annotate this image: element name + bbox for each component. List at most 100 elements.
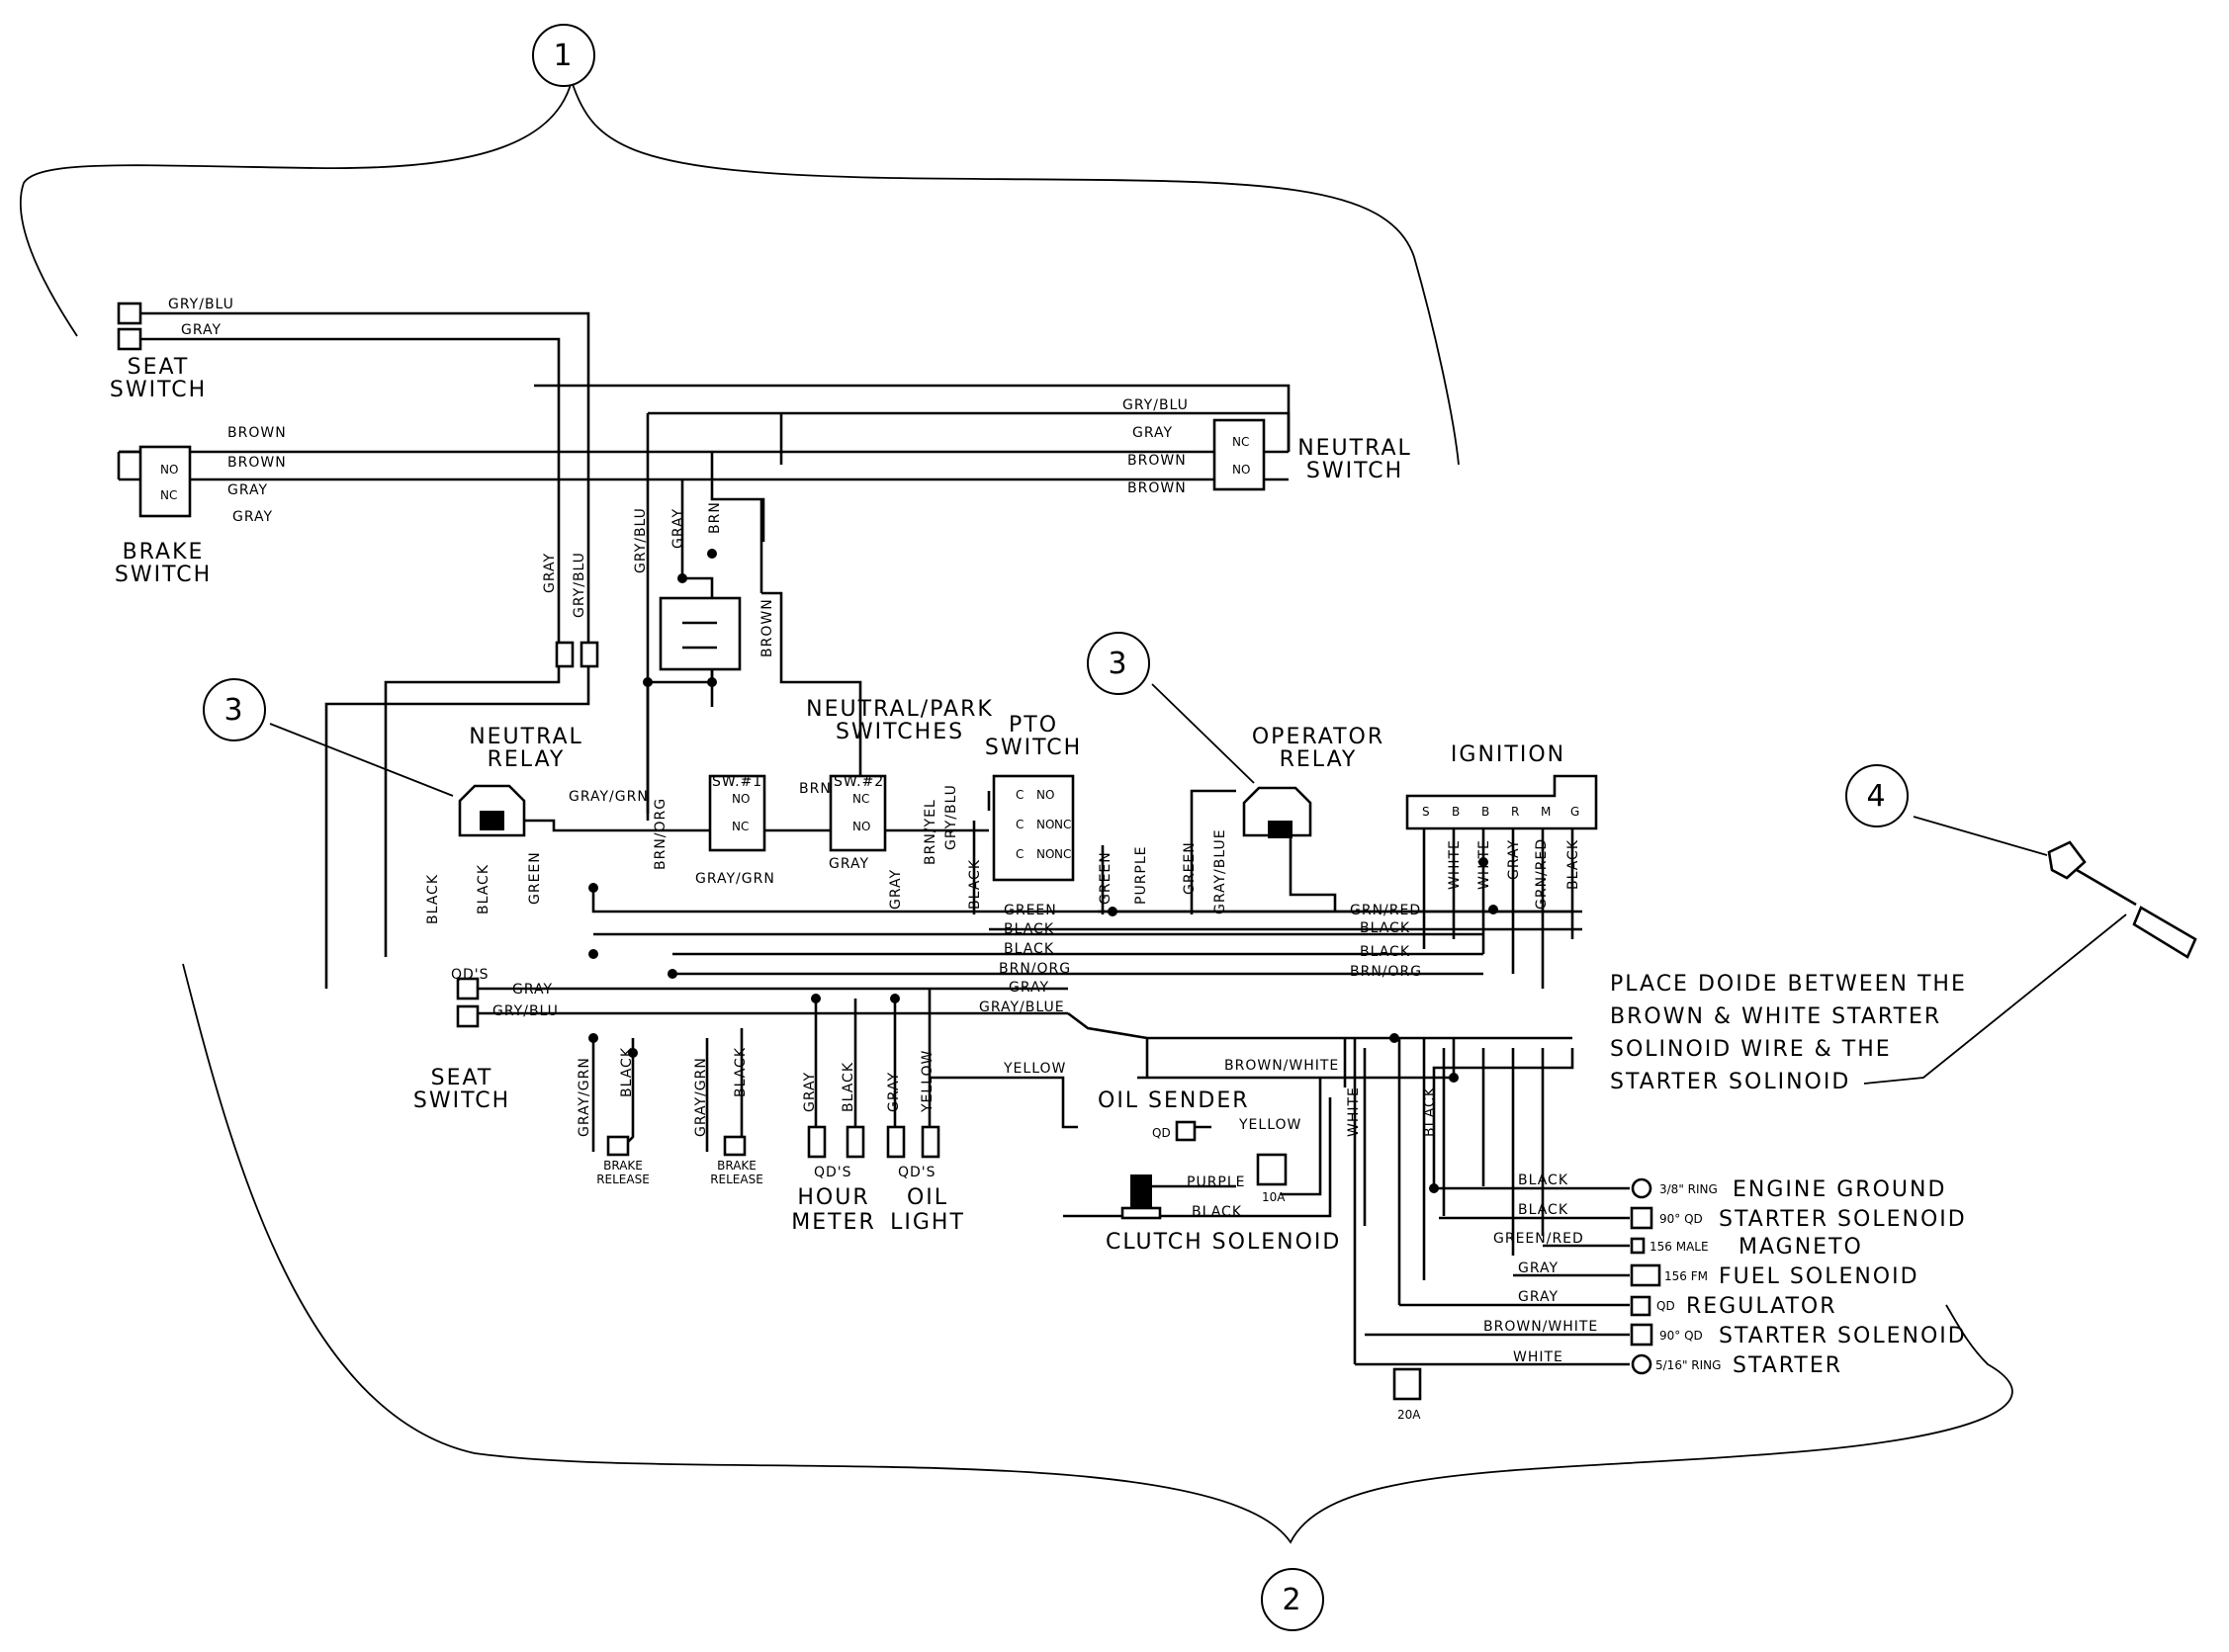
svg-text:NO: NO	[732, 792, 750, 806]
svg-text:BLACK: BLACK	[1360, 920, 1410, 936]
neutral-relay-icon	[458, 784, 526, 837]
svg-text:NC: NC	[1232, 435, 1249, 449]
svg-text:PURPLE: PURPLE	[1187, 1174, 1246, 1190]
svg-text:GRAY: GRAY	[888, 869, 904, 910]
svg-text:BROWN: BROWN	[1127, 453, 1187, 469]
note-leader	[1863, 913, 2127, 1085]
svg-text:NO: NO	[1036, 818, 1054, 831]
svg-text:NO: NO	[1036, 847, 1054, 861]
svg-text:BLACK: BLACK	[1192, 1204, 1242, 1220]
svg-text:BLACK: BLACK	[1422, 1087, 1438, 1137]
neutral-switch-box: NC NO	[1212, 418, 1266, 491]
svg-text:BROWN: BROWN	[759, 598, 775, 657]
callout-1: 1	[532, 24, 595, 87]
svg-text:GRAY/BLUE: GRAY/BLUE	[979, 1000, 1065, 1015]
svg-text:GRAY: GRAY	[670, 508, 686, 549]
svg-text:GRAY: GRAY	[542, 553, 558, 593]
svg-text:GRAY: GRAY	[1506, 839, 1522, 880]
ignition-terminal-b2: B	[1481, 805, 1489, 819]
svg-text:GRAY: GRAY	[802, 1072, 818, 1112]
output-fuel-solenoid: 156 FM FUEL SOLENOID	[1664, 1264, 1917, 1289]
svg-text:GRAY: GRAY	[1518, 1261, 1559, 1276]
svg-text:GRAY/GRN: GRAY/GRN	[569, 789, 649, 805]
neutral-switch-label-1: NEUTRAL	[1297, 436, 1412, 461]
pto-switch-label-2: SWITCH	[985, 736, 1082, 760]
svg-text:MAGNETO: MAGNETO	[1739, 1235, 1863, 1260]
qds-oil-label: QD'S	[898, 1165, 936, 1180]
svg-text:BLACK: BLACK	[1518, 1173, 1568, 1188]
neutral-park-label-1: NEUTRAL/PARK	[806, 697, 994, 722]
svg-text:YELLOW: YELLOW	[920, 1050, 936, 1113]
svg-text:GRAY/GRN: GRAY/GRN	[693, 1057, 709, 1137]
svg-text:3/8" RING: 3/8" RING	[1659, 1182, 1718, 1196]
brake-switch-label-2: SWITCH	[115, 563, 212, 587]
callout-2-number: 2	[1282, 1583, 1302, 1617]
svg-text:5/16" RING: 5/16" RING	[1655, 1358, 1721, 1372]
oil-sender-label: OIL SENDER	[1098, 1088, 1250, 1113]
brake-release-2-label-1: BRAKE	[717, 1159, 757, 1173]
svg-text:GRAY: GRAY	[1518, 1289, 1559, 1305]
svg-text:BLACK: BLACK	[967, 859, 983, 910]
svg-text:GRY/BLU: GRY/BLU	[1122, 397, 1189, 413]
qds-hour-label: QD'S	[814, 1165, 852, 1180]
svg-text:90° QD: 90° QD	[1659, 1212, 1703, 1226]
wires-bus	[465, 789, 1582, 1305]
diode-note-line-3: SOLINOID WIRE & THE	[1610, 1037, 1892, 1062]
seat-switch-connectors-bottom	[456, 977, 480, 1028]
brake-switch-label-1: BRAKE	[123, 540, 205, 565]
svg-text:GRY/BLU: GRY/BLU	[633, 507, 649, 573]
svg-text:BRN: BRN	[707, 501, 723, 534]
svg-text:WHITE: WHITE	[1513, 1349, 1563, 1365]
operator-relay-icon	[1242, 786, 1312, 838]
clutch-solenoid-label: CLUTCH SOLENOID	[1106, 1230, 1341, 1255]
svg-text:WHITE: WHITE	[1346, 1087, 1362, 1137]
svg-text:NC: NC	[1054, 818, 1071, 831]
output-starter-solenoid-1: 90° QD STARTER SOLENOID	[1659, 1207, 1965, 1232]
qds-seat-label: QD'S	[451, 967, 490, 983]
operator-relay-label-2: RELAY	[1280, 747, 1358, 772]
svg-text:NC: NC	[732, 820, 749, 833]
svg-text:156 MALE: 156 MALE	[1649, 1240, 1709, 1254]
svg-text:YELLOW: YELLOW	[1003, 1061, 1066, 1077]
brake-release-1-label-2: RELEASE	[596, 1173, 650, 1186]
svg-text:C: C	[1016, 847, 1024, 861]
diode-note-line-2: BROWN & WHITE STARTER	[1610, 1004, 1941, 1029]
brake-release-2-label-2: RELEASE	[710, 1173, 763, 1186]
clutch-solenoid-icon	[1120, 1174, 1162, 1220]
output-regulator: QD REGULATOR	[1656, 1294, 1836, 1319]
svg-text:WHITE: WHITE	[1476, 839, 1492, 890]
svg-text:BRN/ORG: BRN/ORG	[999, 961, 1071, 977]
svg-text:REGULATOR: REGULATOR	[1686, 1294, 1836, 1319]
svg-text:C: C	[1016, 818, 1024, 831]
svg-text:BRN: BRN	[799, 781, 832, 797]
fuse-20a-icon	[1392, 1367, 1422, 1401]
sw2-box: NC NO	[829, 774, 887, 852]
svg-text:GRAY: GRAY	[512, 982, 553, 998]
sw1-label: SW.#1	[712, 774, 762, 790]
junctions	[588, 549, 1498, 1193]
leader-3a	[269, 723, 454, 797]
callout-3a: 3	[203, 678, 266, 741]
svg-text:GRY/BLU: GRY/BLU	[492, 1003, 559, 1019]
seat-switch-label-top-2: SWITCH	[110, 378, 207, 402]
svg-text:NO: NO	[160, 463, 178, 477]
seat-switch-label-bottom-1: SEAT	[431, 1066, 493, 1090]
svg-text:GRAY/GRN: GRAY/GRN	[577, 1057, 592, 1137]
svg-text:BRN/YEL: BRN/YEL	[923, 799, 938, 865]
svg-text:GRN/RED: GRN/RED	[1350, 903, 1421, 918]
diode-note-line-4: STARTER SOLINOID	[1610, 1070, 1850, 1094]
svg-text:GREEN: GREEN	[527, 851, 543, 905]
sw1-box: NO NC	[708, 774, 766, 852]
svg-text:NC: NC	[1054, 847, 1071, 861]
sw2-label: SW.#2	[834, 774, 884, 790]
svg-text:156 FM: 156 FM	[1664, 1269, 1708, 1283]
diode-note: PLACE DOIDE BETWEEN THE BROWN & WHITE ST…	[1610, 972, 1965, 1094]
svg-text:GRAY: GRAY	[1132, 425, 1173, 441]
ignition-terminal-s: S	[1422, 805, 1430, 819]
pto-switch-box: C NO C NO NC C NO NC	[992, 774, 1075, 882]
svg-text:GREEN: GREEN	[1098, 851, 1114, 905]
svg-text:GREEN/RED: GREEN/RED	[1493, 1231, 1584, 1247]
output-starter-solenoid-2: 90° QD STARTER SOLENOID	[1659, 1324, 1965, 1348]
svg-text:GRAY: GRAY	[1009, 980, 1049, 996]
seat-switch-connectors-top	[117, 302, 142, 351]
